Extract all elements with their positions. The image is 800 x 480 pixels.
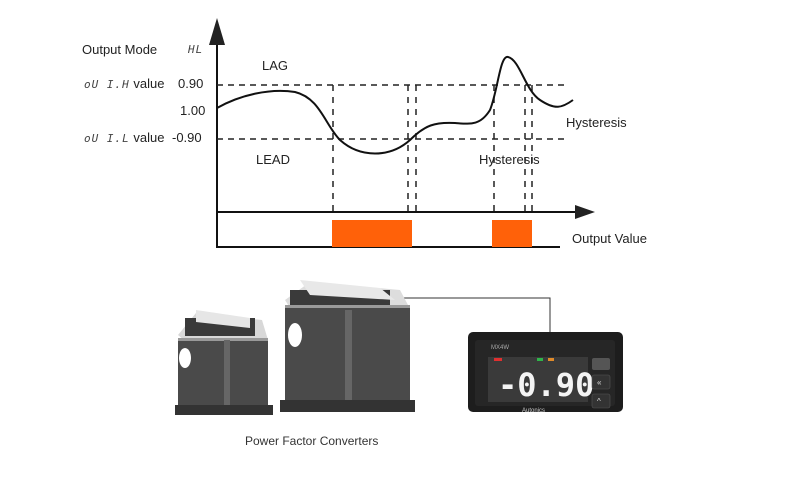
high-setting-suffix: value — [133, 76, 165, 91]
y-axis-title: Output Mode — [82, 42, 158, 57]
hysteresis-center-label: Hysteresis — [479, 152, 540, 167]
tick-low: -0.90 — [172, 130, 202, 145]
high-setting-code: oU I.H — [84, 78, 130, 91]
svg-text:^: ^ — [597, 397, 601, 406]
svg-text:MX4W: MX4W — [491, 345, 509, 351]
output-pulse-2 — [492, 220, 532, 247]
large-converter — [280, 280, 415, 412]
mode-code: HL — [188, 43, 204, 56]
tick-center: 1.00 — [180, 103, 206, 118]
low-setting-label: oU I.L value — [84, 130, 164, 145]
small-converter — [175, 310, 273, 415]
lag-label: LAG — [262, 58, 289, 73]
svg-text:«: « — [597, 378, 602, 387]
meter-mode-button — [592, 358, 610, 370]
tick-high: 0.90 — [178, 76, 204, 91]
x-axis-label: Output Value — [572, 231, 647, 246]
panel-meter: MX4W -0.90 Autonics « ^ — [468, 332, 623, 414]
output-pulse-1 — [332, 220, 412, 247]
meter-up-button — [591, 393, 611, 409]
low-setting-code: oU I.L — [84, 132, 130, 145]
high-setting-label: oU I.H value — [84, 76, 164, 91]
low-setting-suffix: value — [133, 130, 165, 145]
lead-label: LEAD — [256, 152, 290, 167]
y-axis-arrow-icon — [209, 18, 225, 45]
meter-left-button — [591, 374, 611, 390]
converters-caption: Power Factor Converters — [245, 434, 379, 448]
hysteresis-right-label: Hysteresis — [566, 115, 627, 130]
x-axis-arrow-icon — [575, 205, 595, 219]
meter-display: -0.90 — [498, 366, 594, 404]
svg-text:Autonics: Autonics — [522, 408, 545, 414]
